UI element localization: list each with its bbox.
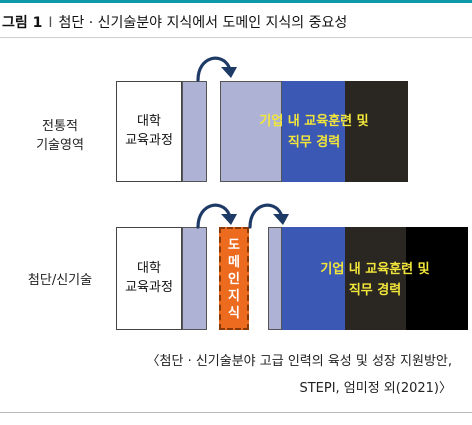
transition-block <box>182 81 207 182</box>
source-citation-line2: STEPI, 엄미정 외(2021)〉 <box>299 381 452 396</box>
univ-line1: 대학 <box>137 114 161 129</box>
title-divider <box>0 37 472 38</box>
band-line2: 직무 경력 <box>287 135 341 150</box>
figure-title-text: 첨단 · 신기술분야 지식에서 도메인 지식의 중요성 <box>58 15 348 31</box>
corporate-training-light-block <box>220 81 282 182</box>
domain-knowledge-box: 도 메 인 지 식 <box>219 227 249 330</box>
domain-char: 지 <box>228 289 240 304</box>
curved-arrow-icon <box>196 56 237 82</box>
university-curriculum-box: 대학 교육과정 <box>116 81 182 182</box>
title-separator: I <box>48 15 53 31</box>
domain-char: 인 <box>228 272 240 287</box>
row-label-line1: 첨단/신기술 <box>27 273 93 288</box>
source-citation-line1: 〈첨단 · 신기술분야 고급 인력의 육성 및 성장 지원방안, <box>146 354 452 369</box>
univ-line1: 대학 <box>137 261 161 276</box>
curved-arrow-icon <box>196 203 237 229</box>
figure-number: 그림 1 <box>2 15 43 31</box>
corporate-training-blue-block <box>282 227 345 330</box>
corporate-training-label: 기업 내 교육훈련 및 직무 경력 <box>284 259 466 301</box>
univ-line2: 교육과정 <box>125 280 173 295</box>
job-experience-dark-block <box>345 227 406 330</box>
top-accent-rule <box>0 0 472 3</box>
job-experience-dark-block <box>345 81 408 182</box>
row-label-traditional: 전통적 기술영역 <box>20 117 100 155</box>
curved-arrow-icon <box>248 203 289 229</box>
bottom-divider <box>0 412 472 413</box>
row-label-line1: 전통적 <box>42 119 78 134</box>
row-label-advanced-tech: 첨단/신기술 <box>10 271 110 290</box>
university-curriculum-box: 대학 교육과정 <box>116 227 182 330</box>
row-label-line2: 기술영역 <box>36 138 84 153</box>
domain-char: 메 <box>228 255 240 270</box>
corporate-training-blue-block <box>282 81 345 182</box>
univ-line2: 교육과정 <box>125 133 173 148</box>
band-line1: 기업 내 교육훈련 및 <box>320 262 430 277</box>
corporate-training-label: 기업 내 교육훈련 및 직무 경력 <box>222 111 406 153</box>
domain-knowledge-label: 도 메 인 지 식 <box>221 237 247 322</box>
domain-char: 도 <box>228 238 240 253</box>
domain-char: 식 <box>228 306 240 321</box>
transition-block <box>182 227 207 330</box>
band-line1: 기업 내 교육훈련 및 <box>259 114 369 129</box>
figure-title: 그림 1 I 첨단 · 신기술분야 지식에서 도메인 지식의 중요성 <box>2 12 347 32</box>
job-experience-black-block <box>406 227 468 330</box>
band-line2: 직무 경력 <box>348 283 402 298</box>
university-curriculum-label: 대학 교육과정 <box>117 259 181 297</box>
corporate-training-light-block <box>268 227 282 330</box>
university-curriculum-label: 대학 교육과정 <box>117 112 181 150</box>
